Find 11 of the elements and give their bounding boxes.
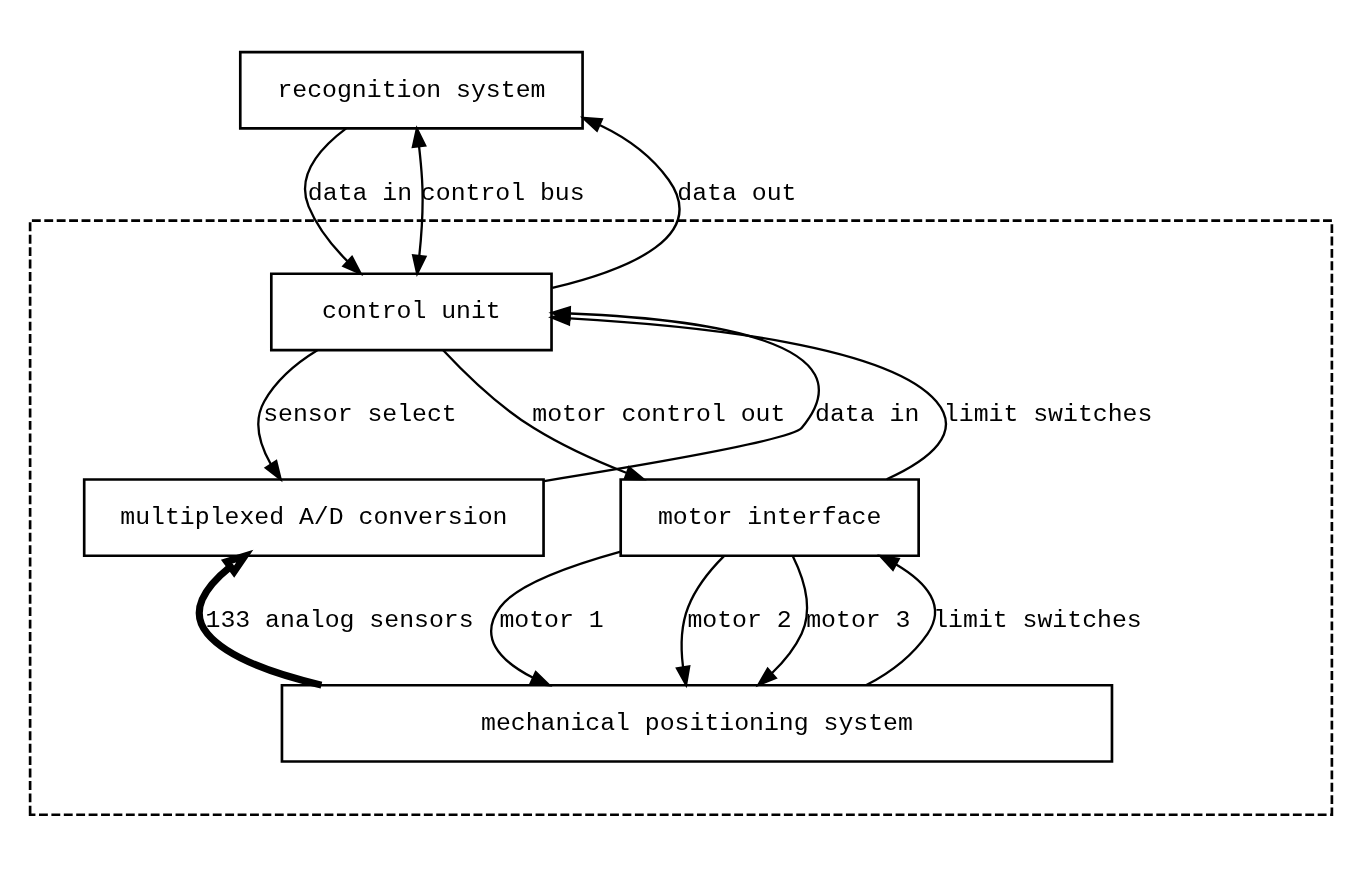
edge-label: sensor select xyxy=(263,400,457,429)
edge-label: limit switches xyxy=(943,400,1153,429)
edge-label: data in xyxy=(307,178,413,207)
edge-label: motor control out xyxy=(532,400,786,429)
edge-label: data out xyxy=(677,178,797,207)
edge-label: motor 2 xyxy=(687,606,792,635)
edge-label: limit switches xyxy=(933,606,1142,635)
edge-label: motor 1 xyxy=(499,606,604,635)
edge-label: data in xyxy=(815,400,920,429)
edge-label: motor 3 xyxy=(806,606,911,635)
edge-label: 133 analog sensors xyxy=(205,606,474,635)
